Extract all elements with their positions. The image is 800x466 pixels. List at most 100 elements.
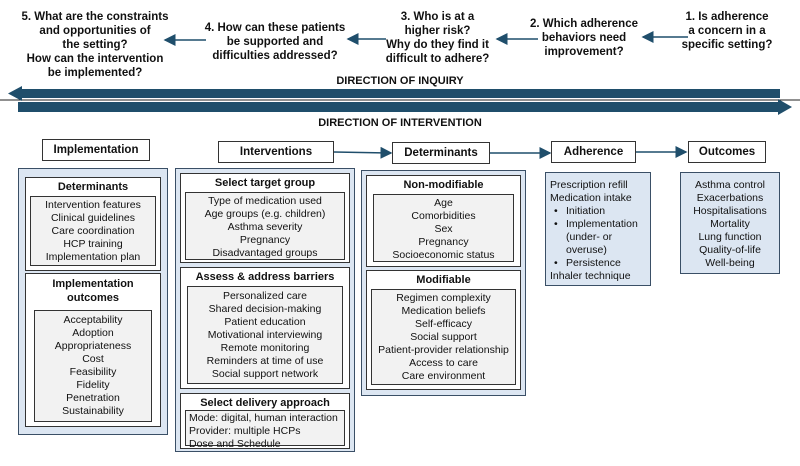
header-interventions: Interventions bbox=[218, 141, 334, 163]
list-item: Mortality bbox=[710, 218, 750, 230]
list-item: Adoption bbox=[72, 327, 114, 339]
list-item: higher risk? bbox=[404, 25, 471, 37]
list-item: Age groups (e.g. children) bbox=[204, 208, 326, 220]
modifiable-title: Modifiable bbox=[416, 274, 471, 286]
list-item: Social support bbox=[410, 331, 477, 343]
list-item: and opportunities of bbox=[39, 25, 151, 37]
list-item: Care environment bbox=[401, 370, 486, 382]
list-item: Asthma severity bbox=[227, 221, 303, 233]
target-group-title: Select target group bbox=[214, 177, 316, 189]
list-item: Implementation bbox=[52, 278, 134, 290]
list-item: Appropriateness bbox=[54, 340, 132, 352]
adherence-bullet-item: • Persistence bbox=[550, 257, 646, 270]
list-item: Asthma control bbox=[694, 179, 766, 191]
question-5: 5. What are the constraints and opportuni… bbox=[15, 10, 175, 80]
list-item: Provider: multiple HCPs bbox=[189, 425, 301, 437]
list-item: Clinical guidelines bbox=[50, 212, 136, 224]
adherence-line-intake: Medication intake bbox=[550, 192, 632, 204]
bullet-icon: • bbox=[554, 205, 558, 217]
list-item: Quality-of-life bbox=[699, 244, 761, 256]
list-item: difficult to adhere? bbox=[385, 53, 490, 65]
list-item: be implemented? bbox=[47, 67, 143, 79]
list-item: be supported and bbox=[226, 36, 324, 48]
list-item: Age bbox=[434, 197, 453, 209]
list-item: Pregnancy bbox=[418, 236, 469, 248]
header-determinants: Determinants bbox=[392, 142, 490, 164]
list-item: difficulties addressed? bbox=[212, 50, 338, 62]
list-item: Cost bbox=[82, 353, 104, 365]
list-item: Fidelity bbox=[76, 379, 110, 391]
direction-of-intervention-label: DIRECTION OF INTERVENTION bbox=[318, 117, 482, 129]
list-item: behaviors need bbox=[541, 32, 627, 44]
list-item: specific setting? bbox=[681, 39, 773, 51]
list-item: How can the intervention bbox=[26, 53, 164, 65]
bullet-icon: • bbox=[554, 218, 558, 230]
header-adherence: Adherence bbox=[551, 141, 636, 163]
list-item: 2. Which adherence bbox=[529, 18, 638, 30]
inquiry-arrow bbox=[8, 86, 780, 101]
bullet-icon: • bbox=[554, 257, 558, 269]
list-item: Socioeconomic status bbox=[392, 249, 495, 261]
list-item: Shared decision-making bbox=[208, 303, 322, 315]
interventions-panel: Select target group Type of medication u… bbox=[175, 168, 355, 452]
list-item: Care coordination bbox=[51, 225, 135, 237]
list-item: Feasibility bbox=[69, 366, 117, 378]
adherence-bullet-text: Persistence bbox=[566, 257, 621, 269]
intervention-arrow bbox=[18, 99, 792, 115]
delivery-box: Select delivery approach Mode: digital, … bbox=[180, 393, 350, 450]
list-item: a concern in a bbox=[688, 25, 766, 37]
adherence-bullet-text: overuse) bbox=[566, 244, 607, 256]
list-item: Exacerbations bbox=[696, 192, 764, 204]
list-item: Hospitalisations bbox=[693, 205, 767, 217]
question-4: 4. How can these patients be supported an… bbox=[195, 21, 355, 63]
header-outcomes: Outcomes bbox=[688, 141, 766, 163]
list-item: Why do they find it bbox=[386, 39, 489, 51]
header-implementation: Implementation bbox=[42, 139, 150, 161]
list-item: Self-efficacy bbox=[415, 318, 472, 330]
list-item: outcomes bbox=[67, 292, 119, 304]
adherence-bullet-text: (under- or bbox=[566, 231, 613, 243]
list-item: Personalized care bbox=[222, 290, 308, 302]
adherence-bullet-item: •Initiation bbox=[550, 205, 646, 218]
list-item: 5. What are the constraints bbox=[21, 11, 169, 23]
list-item: improvement? bbox=[544, 46, 624, 58]
list-item: Pregnancy bbox=[239, 234, 291, 246]
list-item: Intervention features bbox=[45, 199, 141, 211]
adherence-line-prescription: Prescription refill bbox=[550, 179, 628, 191]
list-item: Sex bbox=[434, 223, 453, 235]
direction-of-inquiry-label: DIRECTION OF INQUIRY bbox=[336, 75, 464, 87]
adherence-line-inhaler: Inhaler technique bbox=[550, 270, 631, 282]
list-item: Patient-provider relationship bbox=[378, 344, 509, 356]
list-item: Type of medication used bbox=[208, 195, 322, 207]
list-item: Lung function bbox=[698, 231, 762, 243]
list-item: HCP training bbox=[63, 238, 123, 250]
barriers-title: Assess & address barriers bbox=[195, 271, 335, 283]
list-item: Acceptability bbox=[63, 314, 123, 326]
list-item: Motivational interviewing bbox=[207, 329, 323, 341]
adherence-panel: Prescription refill Medication intake •I… bbox=[545, 172, 651, 286]
list-item: Patient education bbox=[224, 316, 306, 328]
list-item: Reminders at time of use bbox=[206, 355, 324, 367]
list-item: Remote monitoring bbox=[220, 342, 310, 354]
list-item: Implementation plan bbox=[45, 251, 141, 263]
list-item: Dose and Schedule bbox=[189, 438, 281, 450]
list-item: the setting? bbox=[62, 39, 128, 51]
list-item: Access to care bbox=[409, 357, 478, 369]
list-item: 4. How can these patients bbox=[204, 22, 346, 34]
list-item: Disadvantaged groups bbox=[212, 247, 318, 259]
